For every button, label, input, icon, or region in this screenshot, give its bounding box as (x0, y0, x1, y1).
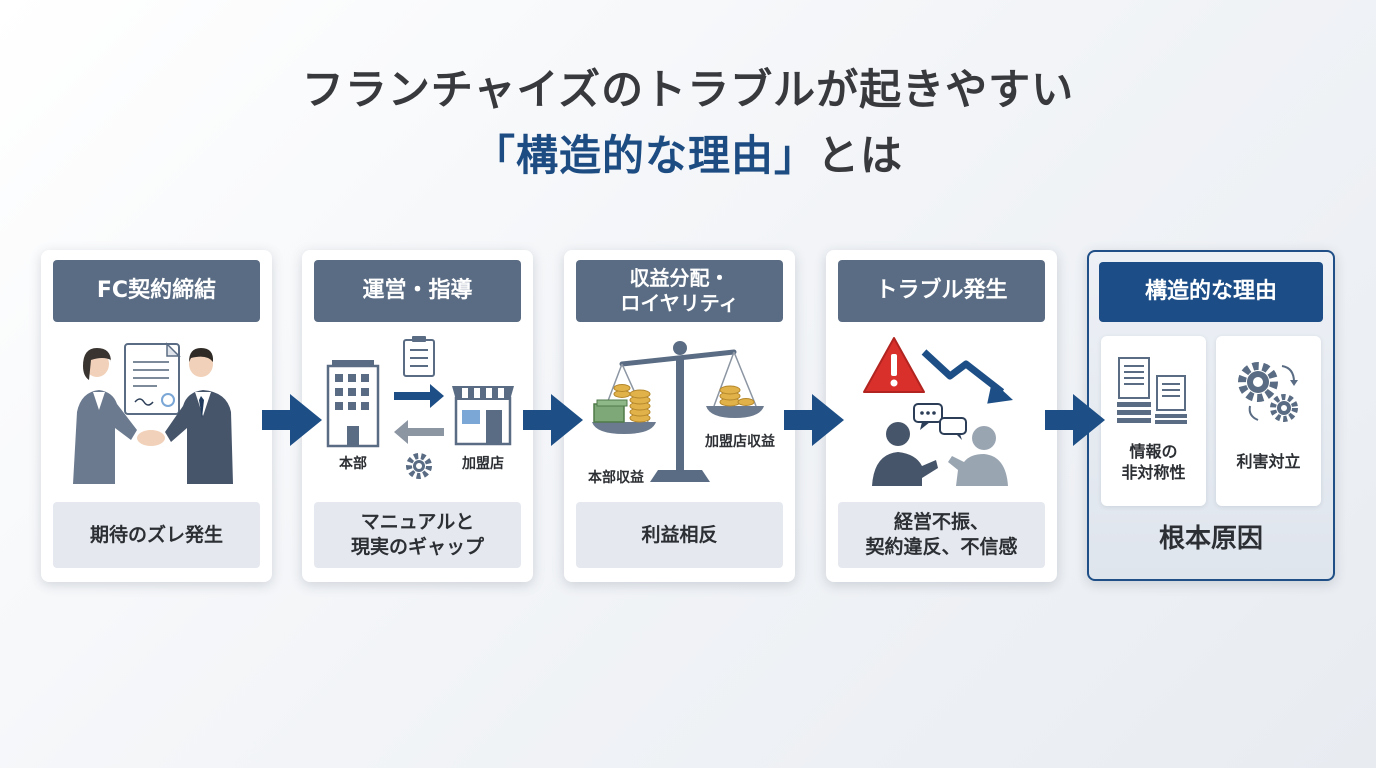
footer-line-1: マニュアルと (360, 511, 475, 534)
step-header: 収益分配・ロイヤリティ (576, 260, 783, 322)
root-cause-card: 構造的な理由 情報の非対称性 利害対立 (1087, 250, 1335, 581)
hq-store-icon: 本部 加盟店 (326, 336, 514, 479)
step-card-operation: 運営・指導 本部 加盟店 マニュアルと現実のギャップ (302, 250, 533, 582)
gears-icon (1238, 362, 1298, 422)
step-footer: 期待のズレ発生 (53, 502, 260, 568)
root-header: 構造的な理由 (1099, 262, 1323, 322)
label-line-2: 非対称性 (1121, 462, 1186, 482)
step-card-revenue: 収益分配・ロイヤリティ 加盟店収益 本部収益 利益相反 (564, 250, 795, 582)
flow-arrow-4 (1045, 394, 1105, 446)
step-card-trouble: トラブル発生 経営不振、契約違反、不信感 (826, 250, 1057, 582)
step-footer: マニュアルと現実のギャップ (314, 502, 521, 568)
step-footer: 利益相反 (576, 502, 783, 568)
label-line-1: 情報の (1129, 442, 1178, 461)
label-hq-revenue: 本部収益 (588, 469, 644, 486)
label-store-revenue: 加盟店収益 (704, 433, 775, 450)
root-item-conflict-of-interest: 利害対立 (1216, 336, 1321, 506)
footer-line-1: 経営不振、 (893, 511, 989, 534)
balance-scale-icon: 加盟店収益 本部収益 (588, 341, 775, 486)
warning-decline-icon (863, 337, 1013, 486)
root-item-information-asymmetry: 情報の非対称性 (1101, 336, 1206, 506)
header-line-1: 収益分配・ (629, 266, 730, 290)
title-highlight: 「構造的な理由」 (472, 131, 817, 180)
title-line-2: 「構造的な理由」とは (0, 122, 1376, 183)
label-hq: 本部 (339, 455, 367, 472)
step-footer: 経営不振、契約違反、不信感 (838, 502, 1045, 568)
header-line-2: ロイヤリティ (620, 291, 739, 315)
documents-icon (1117, 357, 1187, 424)
contract-handshake-icon (73, 342, 233, 484)
flow-arrow-1 (262, 394, 322, 446)
footer-line-2: 契約違反、不信感 (865, 536, 1018, 558)
step-header: トラブル発生 (838, 260, 1045, 322)
flow-arrow-3 (784, 394, 844, 446)
footer-line-2: 現実のギャップ (350, 536, 484, 558)
step-header: FC契約締結 (53, 260, 260, 322)
root-item-label: 利害対立 (1236, 452, 1301, 471)
step-card-contract: FC契約締結 期待のズレ発生 (41, 250, 272, 582)
title-line-1: フランチャイズのトラブルが起きやすい (301, 65, 1075, 114)
title-rest: とは (817, 131, 904, 180)
root-footer: 根本原因 (1158, 524, 1263, 554)
flow-arrow-2 (523, 394, 583, 446)
root-item-label: 情報の非対称性 (1101, 442, 1206, 484)
label-store: 加盟店 (461, 455, 504, 472)
step-header: 運営・指導 (314, 260, 521, 322)
